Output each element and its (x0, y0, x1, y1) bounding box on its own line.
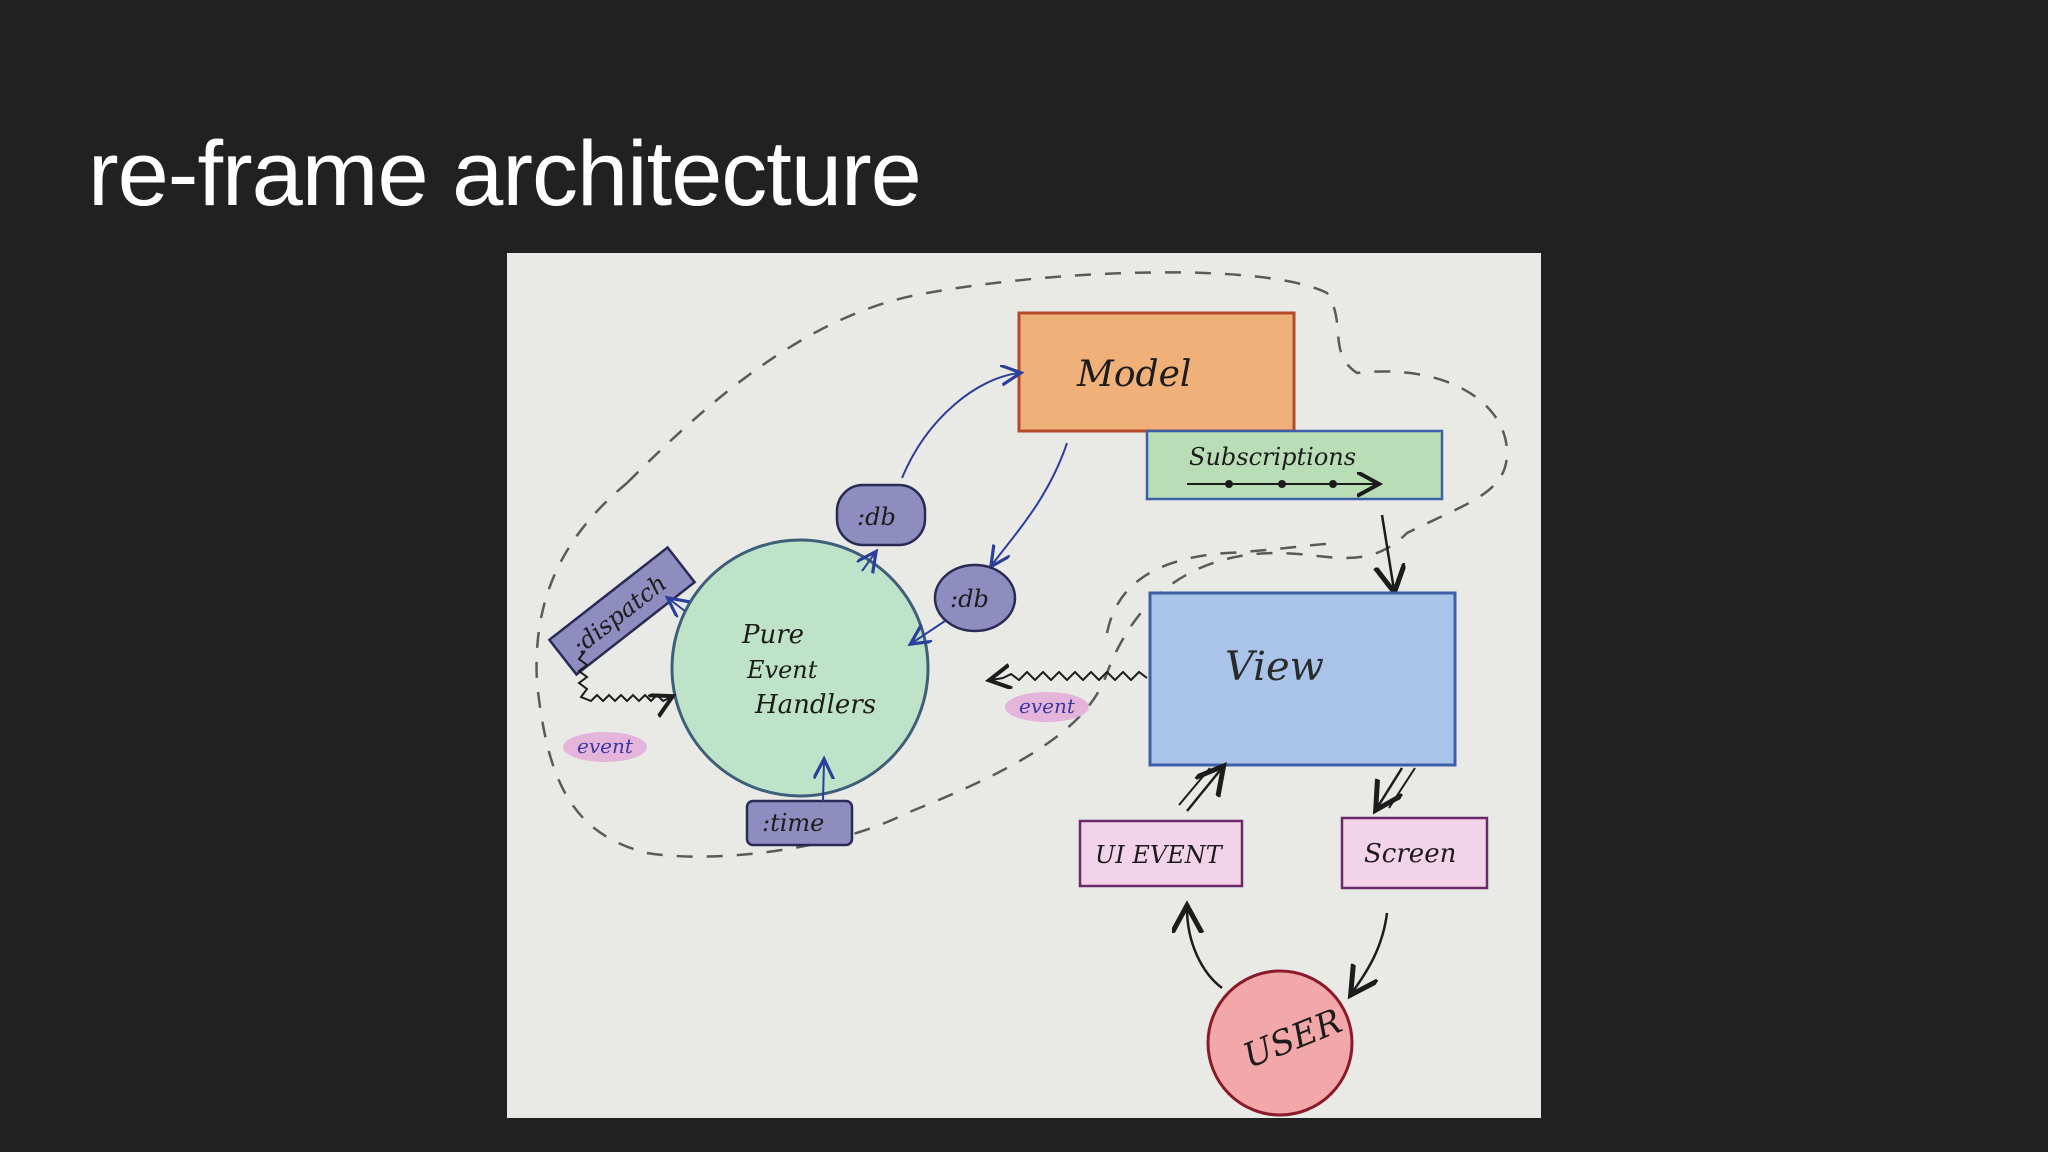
time-to-handlers-arrow (823, 761, 824, 802)
architecture-diagram-photo: Model Subscriptions View Pure Event Hand… (507, 253, 1541, 1118)
user-to-ui-event-arrow (1187, 908, 1223, 989)
view-to-screen-arrow-2 (1388, 767, 1416, 809)
model-to-db-arrow (992, 442, 1068, 565)
db-top-label: :db (857, 503, 896, 531)
db-right-label: :db (950, 585, 989, 613)
slide-title: re-frame architecture (88, 123, 922, 225)
user-circle (1206, 969, 1354, 1117)
event-tag-right: event (1019, 694, 1076, 718)
db-right-to-handlers-arrow (912, 620, 946, 643)
subscriptions-node-1 (1225, 480, 1233, 488)
dashed-boundary-view (1105, 541, 1338, 634)
ui-event-box (1078, 819, 1244, 888)
handlers-to-db-top-arrow (862, 553, 875, 571)
event-tag-left: event (577, 734, 634, 758)
ui-event-label: UI EVENT (1095, 841, 1224, 869)
subscriptions-box (1145, 429, 1444, 501)
subscriptions-to-view-arrow (1382, 514, 1394, 590)
time-badge (745, 799, 854, 847)
db-to-model-arrow (901, 373, 1019, 479)
db-right-badge (933, 563, 1017, 633)
view-label: View (1225, 644, 1324, 690)
dispatch-event-squiggle (577, 650, 671, 701)
subscriptions-node-3 (1329, 480, 1337, 488)
screen-box (1340, 816, 1489, 890)
screen-label: Screen (1364, 839, 1456, 869)
handlers-label-line2: Event (746, 656, 818, 684)
screen-to-user-arrow (1352, 912, 1389, 993)
handlers-label-line3: Handlers (754, 690, 876, 720)
event-tag-right-bg (1005, 692, 1089, 722)
ui-event-to-view-arrow-2 (1178, 767, 1211, 806)
time-label: :time (762, 809, 824, 837)
ui-event-to-view-arrow (1186, 768, 1222, 812)
subscriptions-label: Subscriptions (1189, 443, 1356, 471)
view-to-screen-arrow (1377, 767, 1404, 808)
dashed-boundary-outer (535, 271, 1509, 858)
db-top-badge (835, 483, 927, 547)
dispatch-box (547, 545, 697, 677)
subscriptions-node-2 (1278, 480, 1286, 488)
model-box (1017, 311, 1296, 433)
handlers-to-dispatch-arrow (669, 599, 685, 611)
view-event-squiggle (991, 672, 1148, 680)
handlers-label-line1: Pure (741, 620, 804, 650)
model-label: Model (1076, 354, 1191, 395)
event-tag-left-bg (563, 732, 647, 762)
event-handlers-circle (670, 538, 930, 798)
view-box (1148, 591, 1457, 767)
